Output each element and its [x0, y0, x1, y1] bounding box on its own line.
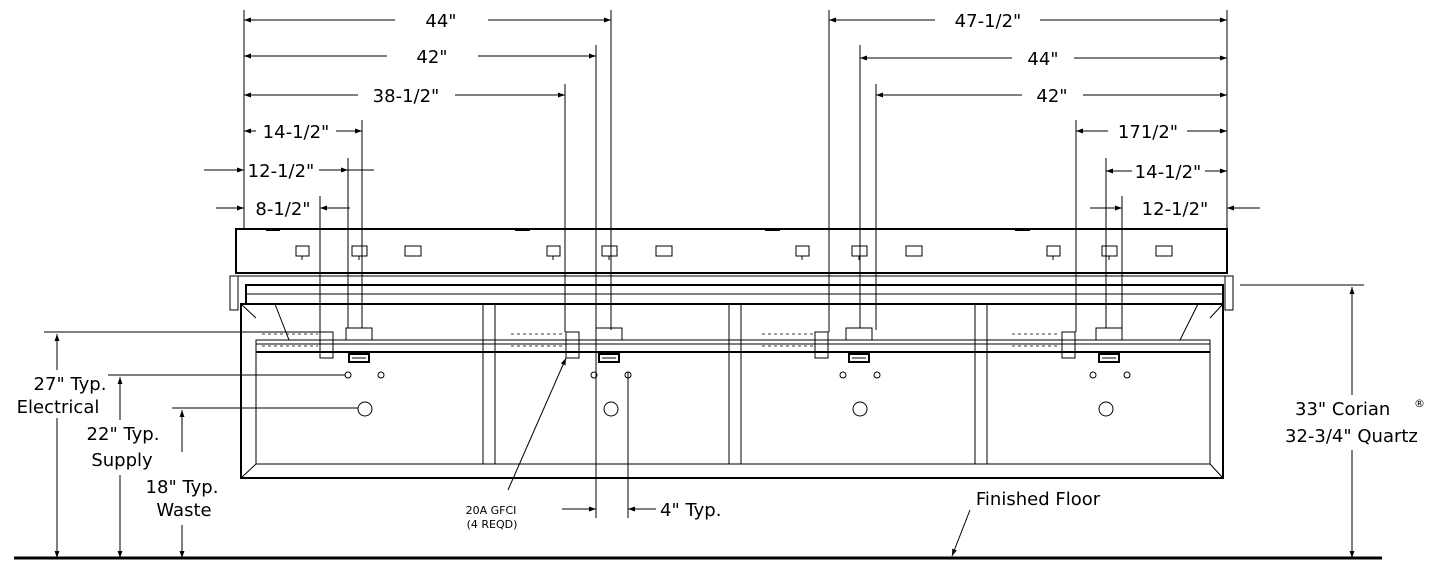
dim-left-8-5: 8-1/2" — [216, 199, 350, 220]
dim-left-12-5: 12-1/2" — [204, 161, 374, 182]
gfci-label: 20A GFCI — [466, 504, 517, 517]
gfci-quantity-label: (4 REQD) — [467, 518, 518, 531]
fixture-station-1 — [262, 245, 422, 417]
dim-label-42-right: 42" — [1036, 86, 1067, 107]
supply-label: Supply — [91, 450, 153, 471]
dim-label-44-right: 44" — [1027, 49, 1058, 70]
dim-left-14-5: 14-1/2" — [244, 122, 362, 143]
overall-height-callout: 33" Corian ® 32-3/4" Quartz — [1240, 284, 1425, 558]
fixture-station-3 — [762, 245, 923, 417]
dim-label-14-half-left: 14-1/2" — [263, 122, 330, 143]
overall-height-corian-label: 33" Corian — [1295, 399, 1390, 420]
finished-floor-label: Finished Floor — [976, 489, 1101, 510]
dim-label-47-half: 47-1/2" — [955, 11, 1022, 32]
supply-height-callout: 22" Typ. Supply — [87, 374, 345, 558]
waste-label: Waste — [156, 500, 211, 521]
dim-right-42: 42" — [876, 86, 1227, 107]
dim-label-17-half: 171/2" — [1118, 122, 1178, 143]
dim-right-44: 44" — [860, 49, 1227, 70]
waste-height-label: 18" Typ. — [146, 477, 219, 498]
sink-cabinet — [229, 228, 1234, 479]
dim-left-42: 42" — [244, 47, 596, 68]
dim-right-14-5: 14-1/2" — [1106, 162, 1227, 183]
dim-label-42-left: 42" — [416, 47, 447, 68]
supply-height-label: 22" Typ. — [87, 424, 160, 445]
fixture-station-4 — [1012, 245, 1173, 417]
dim-right-17-5: 171/2" — [1076, 122, 1227, 143]
waste-height-callout: 18" Typ. Waste — [146, 407, 358, 558]
finished-floor: Finished Floor — [14, 489, 1382, 560]
overall-height-quartz-label: 32-3/4" Quartz — [1285, 426, 1418, 447]
dim-label-38-half: 38-1/2" — [373, 86, 440, 107]
dim-label-14-half-right: 14-1/2" — [1135, 162, 1202, 183]
dim-right-12-5: 12-1/2" — [1090, 199, 1260, 220]
dim-4-typ: 4" Typ. — [562, 500, 721, 521]
dim-left-38-5: 38-1/2" — [244, 86, 565, 107]
dim-label-8-half: 8-1/2" — [255, 199, 310, 220]
electrical-label: Electrical — [17, 397, 100, 418]
electrical-height-callout: 27" Typ. Electrical — [17, 331, 320, 558]
dim-left-44: 44" — [244, 11, 611, 32]
gfci-note: 20A GFCI (4 REQD) — [466, 357, 567, 531]
dim-label-44-left: 44" — [425, 11, 456, 32]
dim-label-12-half-right: 12-1/2" — [1142, 199, 1209, 220]
fixture-station-2 — [511, 245, 673, 417]
electrical-height-label: 27" Typ. — [34, 374, 107, 395]
dim-right-47-5: 47-1/2" — [829, 11, 1227, 32]
dim-label-4-typ: 4" Typ. — [660, 500, 721, 521]
dim-label-12-half-left: 12-1/2" — [248, 161, 315, 182]
extension-lines — [243, 10, 1228, 518]
registered-mark: ® — [1414, 397, 1425, 410]
